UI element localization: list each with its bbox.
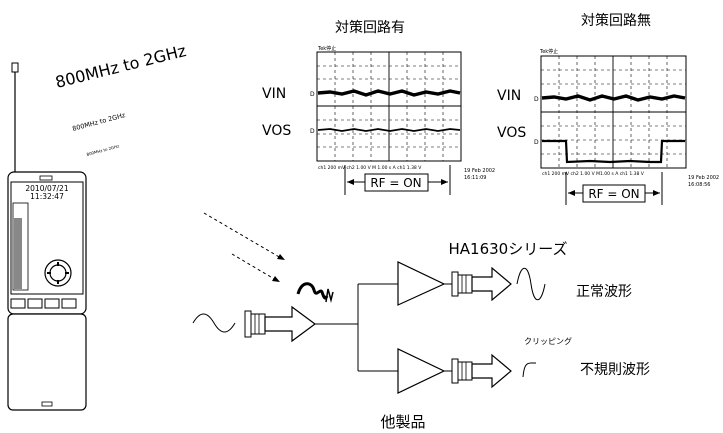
- scope-right-vos-trace: [542, 141, 685, 162]
- rf-text-group: 800MHz to 2GHz 800MHz to 2GHz 800MHz to …: [53, 41, 188, 157]
- scope-right-readout: ch1 200 mV ch2 1.00 V M1.00 s A ch1 1.38…: [542, 171, 645, 177]
- input-hollow-arrow: [265, 307, 315, 341]
- scope-left-rf-arrowhead-right: [441, 179, 448, 185]
- scope-right-rf-arrowhead-left: [568, 190, 575, 196]
- phone-mic: [42, 402, 52, 406]
- top-output-arrow: [472, 268, 511, 300]
- phone-lower-body: [8, 314, 86, 410]
- circuit: HA1630シリーズ 正常波形 クリッピング 不規則波形 他製品: [193, 240, 650, 431]
- bottom-amp-label: 他製品: [380, 413, 425, 431]
- scope-right-date: 19 Feb 2002: [688, 175, 719, 181]
- rf-text-medium: 800MHz to 2GHz: [71, 111, 126, 133]
- scope-right-rf-label: RF = ON: [588, 187, 639, 201]
- scope-left-rf-arrowhead-left: [347, 179, 354, 185]
- scope-right-header: Tek停止: [539, 48, 558, 55]
- scope-right-title: 対策回路無: [581, 12, 651, 29]
- bottom-output-label: 不規則波形: [580, 362, 650, 378]
- phone-antenna-tip: [12, 63, 18, 72]
- bottom-connector-body: [458, 362, 472, 380]
- top-amplifier: [398, 262, 444, 305]
- scope-right-ch2-marker: D: [534, 139, 539, 146]
- scope-left-vin-label: VIN: [262, 86, 286, 102]
- phone-nav-key: [50, 265, 66, 281]
- scope-left-header: Tek停止: [317, 45, 336, 52]
- bottom-output-arrow: [472, 355, 511, 387]
- scope-left-rf-label: RF = ON: [370, 176, 421, 190]
- interference-arrow-1: [204, 213, 281, 258]
- bottom-connector-flange: [452, 359, 458, 383]
- phone-time: 11:32:47: [30, 192, 64, 201]
- top-output-sine: [517, 268, 545, 300]
- scope-left-time: 16:11:09: [464, 175, 486, 181]
- scope-left-ch2-marker: D: [310, 128, 315, 135]
- scope-right-vos-label: VOS: [497, 125, 526, 141]
- rf-text-small: 800MHz to 2GHz: [86, 143, 120, 157]
- phone-level-bar: [14, 218, 22, 289]
- top-connector-body: [458, 275, 472, 293]
- scope-left-vos-label: VOS: [262, 123, 291, 139]
- scope-right-ch1-marker: D: [534, 96, 539, 103]
- scope-left-date: 19 Feb 2002: [464, 168, 495, 174]
- bottom-amplifier: [398, 349, 444, 393]
- phone-key-3: [45, 299, 59, 308]
- top-output-label: 正常波形: [576, 284, 632, 300]
- scope-left-ch1-marker: D: [310, 91, 315, 98]
- rf-noise-tail: [326, 289, 333, 302]
- rf-text-large: 800MHz to 2GHz: [53, 41, 188, 92]
- scope-left-readout: ch1 200 mV ch2 1.00 V M 1.00 s A ch1 1.3…: [318, 165, 422, 171]
- scope-right-time: 16:08:56: [688, 182, 710, 188]
- interference-arrow-2: [232, 254, 276, 280]
- clipping-label: クリッピング: [524, 336, 572, 346]
- rf-noise-burst: [298, 284, 327, 298]
- phone-key-2: [28, 299, 42, 308]
- input-connector-flange: [245, 311, 251, 337]
- mobile-phone: 2010/07/21 11:32:47: [8, 63, 86, 410]
- interference-arrows: [204, 213, 285, 282]
- input-sine-wave: [193, 314, 235, 332]
- bottom-output-clipped-wave: [523, 363, 536, 377]
- scope-left: 対策回路有 Tek停止 D D VIN VOS ch1 200 mV ch2 1…: [262, 19, 495, 195]
- phone-key-4: [62, 299, 76, 308]
- top-connector-flange: [452, 272, 458, 296]
- interference-arrowhead-2: [272, 276, 280, 282]
- top-amp-label: HA1630シリーズ: [449, 240, 568, 258]
- scope-right-vin-label: VIN: [497, 88, 521, 104]
- interference-arrowhead-1: [277, 254, 285, 260]
- scope-left-title: 対策回路有: [335, 19, 405, 36]
- input-connector-body: [251, 314, 265, 334]
- scope-right: 対策回路無 Tek停止 D D VIN VOS ch1 200 mV ch2 1…: [497, 12, 719, 205]
- phone-key-1: [11, 299, 25, 308]
- scope-right-vin-trace: [542, 96, 685, 100]
- phone-speaker: [40, 176, 52, 180]
- scope-right-rf-arrowhead-right: [653, 190, 660, 196]
